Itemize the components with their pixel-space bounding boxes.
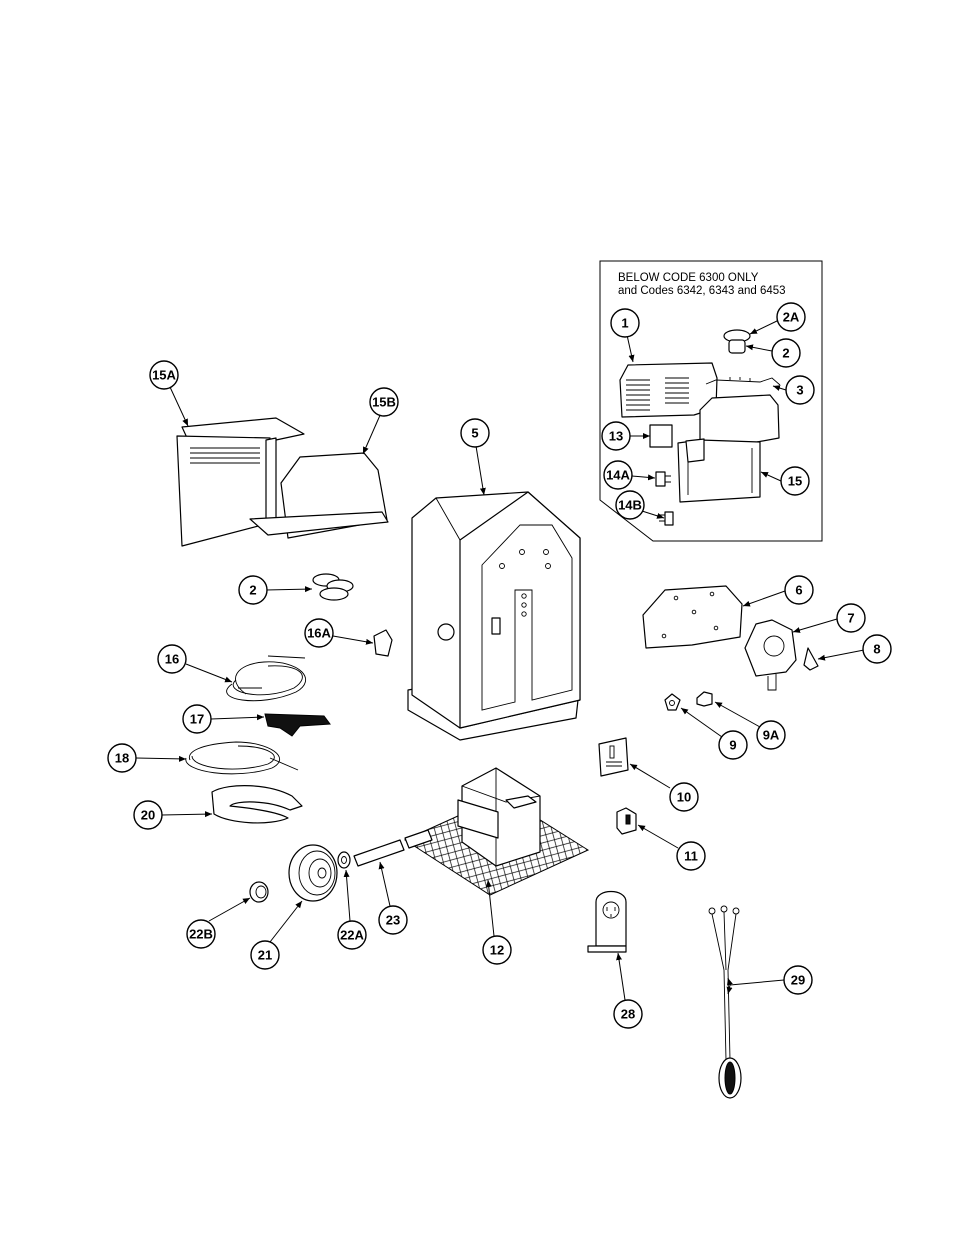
callout-2: 2 xyxy=(238,575,268,605)
callout-17: 17 xyxy=(182,704,212,734)
callout-28: 28 xyxy=(613,999,643,1029)
callout-1: 1 xyxy=(610,308,640,338)
part-9-bushing-icon xyxy=(664,693,681,711)
callout-13: 13 xyxy=(601,421,631,451)
part-3-bracket-icon xyxy=(705,377,781,386)
callout-15: 15 xyxy=(780,466,810,496)
callout-12: 12 xyxy=(482,935,512,965)
svg-text:14B: 14B xyxy=(618,498,642,513)
part-28-receptacle-icon xyxy=(587,890,627,953)
inset-title-line2: and Codes 6342, 6343 and 6453 xyxy=(618,285,786,297)
part-23-tube-icon xyxy=(353,829,433,867)
svg-text:14A: 14A xyxy=(606,468,630,483)
callout-9a: 9A xyxy=(756,720,786,750)
part-7-tap-switch-icon xyxy=(744,619,797,691)
callout-2-inset: 2 xyxy=(771,338,801,368)
part-22a-washer-icon xyxy=(337,851,351,869)
callout-7: 7 xyxy=(836,603,866,633)
part-2-fan-hub-icon xyxy=(723,329,751,354)
part-5-welder-cabinet-icon xyxy=(407,491,581,741)
svg-text:21: 21 xyxy=(258,948,272,963)
part-21-pulley-icon xyxy=(288,844,338,902)
svg-text:10: 10 xyxy=(677,790,691,805)
callout-10: 10 xyxy=(669,782,699,812)
svg-text:12: 12 xyxy=(490,943,504,958)
callout-14a: 14A xyxy=(603,460,633,490)
part-14b-switch-icon xyxy=(659,511,674,526)
part-10-nameplate-icon xyxy=(598,737,629,777)
svg-text:7: 7 xyxy=(847,611,854,626)
svg-text:2: 2 xyxy=(249,583,256,598)
callout-9: 9 xyxy=(718,730,748,760)
svg-text:6: 6 xyxy=(795,583,802,598)
callout-22b: 22B xyxy=(186,919,216,949)
svg-text:29: 29 xyxy=(791,973,805,988)
part-8-knob-icon xyxy=(803,647,819,671)
part-18-cable-icon xyxy=(185,741,299,775)
callout-2a: 2A xyxy=(776,302,806,332)
svg-text:3: 3 xyxy=(796,383,803,398)
part-16-cable-icon xyxy=(226,655,307,702)
svg-text:22A: 22A xyxy=(340,928,364,943)
svg-text:18: 18 xyxy=(115,751,129,766)
callout-15b: 15B xyxy=(369,387,399,417)
svg-text:11: 11 xyxy=(684,849,698,864)
callout-14b: 14B xyxy=(615,490,645,520)
callout-11: 11 xyxy=(676,841,706,871)
callout-16a: 16A xyxy=(304,618,334,648)
part-15a-roof-panel-icon xyxy=(176,417,305,547)
callout-23: 23 xyxy=(378,905,408,935)
svg-text:5: 5 xyxy=(471,426,478,441)
svg-text:2: 2 xyxy=(782,346,789,361)
svg-text:16: 16 xyxy=(165,652,179,667)
part-29-cord-assembly-icon xyxy=(708,905,742,1099)
svg-text:8: 8 xyxy=(873,642,880,657)
part-17-electrode-holder-icon xyxy=(264,713,331,737)
callout-3: 3 xyxy=(785,375,815,405)
svg-text:22B: 22B xyxy=(189,927,213,942)
svg-text:17: 17 xyxy=(190,712,204,727)
svg-text:15A: 15A xyxy=(152,368,176,383)
part-9a-clip-icon xyxy=(696,691,713,707)
part-1-louvered-panel-icon xyxy=(619,362,718,418)
callout-18: 18 xyxy=(107,743,137,773)
part-11-switch-icon xyxy=(616,807,637,835)
svg-text:15: 15 xyxy=(788,474,802,489)
part-6-panel-icon xyxy=(642,585,743,649)
part-16a-cover-icon xyxy=(373,629,393,657)
part-12-transformer-icon xyxy=(403,767,590,896)
svg-text:9A: 9A xyxy=(763,728,780,743)
svg-text:16A: 16A xyxy=(307,626,331,641)
inset-title-line1: BELOW CODE 6300 ONLY xyxy=(618,272,759,284)
svg-text:23: 23 xyxy=(386,913,400,928)
svg-text:2A: 2A xyxy=(783,310,800,325)
inset-box: BELOW CODE 6300 ONLY and Codes 6342, 634… xyxy=(599,260,823,542)
part-20-ground-clamp-icon xyxy=(211,785,303,824)
part-13-plate-icon xyxy=(649,424,673,448)
callout-15a: 15A xyxy=(149,360,179,390)
part-14a-switch-icon xyxy=(655,471,671,487)
callout-5: 5 xyxy=(460,418,490,448)
callout-6: 6 xyxy=(784,575,814,605)
part-15b-side-panel-icon xyxy=(249,452,389,539)
svg-text:13: 13 xyxy=(609,429,623,444)
svg-text:1: 1 xyxy=(621,316,628,331)
part-22b-cap-icon xyxy=(249,881,269,903)
svg-text:28: 28 xyxy=(621,1007,635,1022)
svg-text:15B: 15B xyxy=(372,395,396,410)
callout-20: 20 xyxy=(133,800,163,830)
callout-22a: 22A xyxy=(337,920,367,950)
callout-21: 21 xyxy=(250,940,280,970)
callout-8: 8 xyxy=(862,634,892,664)
svg-text:9: 9 xyxy=(729,738,736,753)
callout-29: 29 xyxy=(783,965,813,995)
part-2-fan-blade-icon xyxy=(312,573,354,601)
callout-16: 16 xyxy=(157,644,187,674)
svg-text:20: 20 xyxy=(141,808,155,823)
part-15-case-wraparound-icon xyxy=(677,394,780,503)
